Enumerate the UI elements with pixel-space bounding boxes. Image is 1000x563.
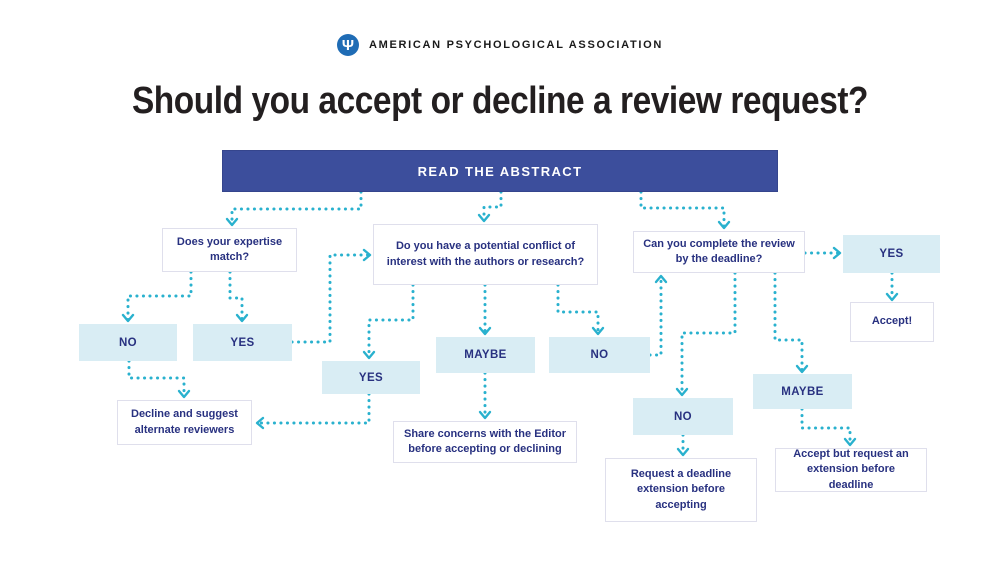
edge-no-decline	[127, 359, 191, 399]
node-accept-extension: Accept but request an extension before d…	[775, 448, 927, 492]
page-title: Should you accept or decline a review re…	[131, 80, 869, 122]
node-question-expertise: Does your expertise match?	[162, 228, 297, 272]
brand-header: Ψ AMERICAN PSYCHOLOGICAL ASSOCIATION	[0, 34, 1000, 56]
node-read-abstract: READ THE ABSTRACT	[222, 150, 778, 192]
edge-abstract-conflict	[477, 190, 503, 223]
node-deadline-maybe: MAYBE	[753, 374, 852, 409]
node-expertise-yes: YES	[193, 324, 292, 361]
node-share-concerns: Share concerns with the Editor before ac…	[393, 421, 577, 463]
node-accept: Accept!	[850, 302, 934, 342]
edge-deadline-maybe	[773, 271, 809, 374]
node-decline-suggest: Decline and suggest alternate reviewers	[117, 400, 252, 445]
apa-logo-icon: Ψ	[336, 34, 359, 56]
node-conflict-maybe: MAYBE	[436, 337, 535, 373]
edge-deadline-no	[675, 271, 737, 397]
edge-abstract-expertise	[225, 190, 363, 227]
edge-conflict-yes	[362, 283, 415, 360]
edge-expertise-yes	[228, 270, 249, 323]
org-name: AMERICAN PSYCHOLOGICAL ASSOCIATION	[368, 39, 664, 51]
node-request-extension: Request a deadline extension before acce…	[605, 458, 757, 522]
edge-yes-conflict	[290, 248, 372, 344]
edge-maybe-acceptext	[800, 407, 857, 447]
edge-expertise-no	[121, 270, 193, 323]
edge-no-deadline	[648, 274, 668, 357]
node-question-conflict: Do you have a potential conflict of inte…	[373, 224, 598, 285]
node-question-deadline: Can you complete the review by the deadl…	[633, 231, 805, 273]
node-deadline-yes: YES	[843, 235, 940, 273]
node-conflict-yes: YES	[322, 361, 420, 394]
edge-yes-decline	[255, 392, 371, 430]
edge-conflict-no	[556, 283, 605, 336]
edge-abstract-deadline	[639, 190, 731, 230]
node-conflict-no: NO	[549, 337, 650, 373]
node-expertise-no: NO	[79, 324, 177, 361]
node-deadline-no: NO	[633, 398, 733, 435]
